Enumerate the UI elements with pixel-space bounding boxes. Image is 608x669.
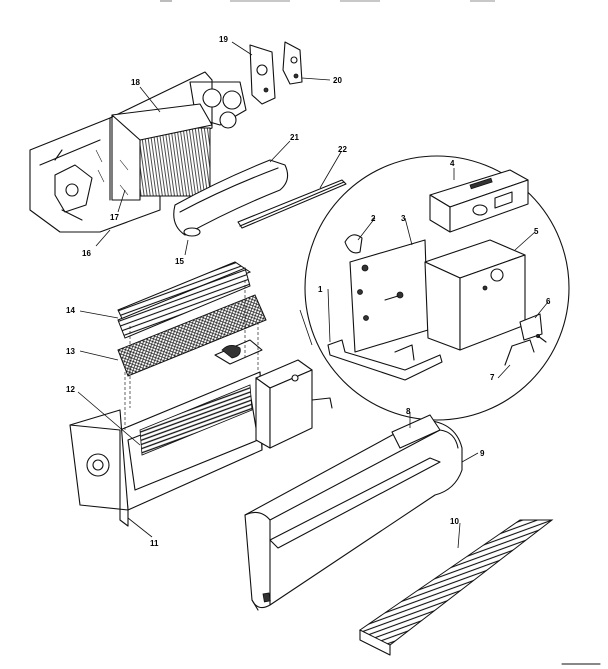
rear-chassis-assembly xyxy=(29,71,247,233)
part-20-bracket xyxy=(282,41,303,85)
callout-22: 22 xyxy=(338,145,347,154)
part-21-curved-panel xyxy=(173,159,289,237)
callout-14: 14 xyxy=(66,306,75,315)
callout-2: 2 xyxy=(371,214,376,223)
callout-21: 21 xyxy=(290,133,299,142)
part-8-cover-panel xyxy=(391,414,441,449)
callout-16: 16 xyxy=(82,249,91,258)
callout-9: 9 xyxy=(480,449,485,458)
callout-8: 8 xyxy=(406,407,411,416)
callout-10: 10 xyxy=(450,517,459,526)
leader-lines xyxy=(77,41,549,549)
part-13-filter-mesh xyxy=(117,294,267,377)
callout-11: 11 xyxy=(150,539,159,548)
callout-4: 4 xyxy=(450,159,455,168)
callout-6: 6 xyxy=(546,297,551,306)
part-14-grille xyxy=(117,261,252,339)
callout-5: 5 xyxy=(534,227,539,236)
main-chassis-assembly xyxy=(69,339,333,527)
alignment-lines xyxy=(124,280,259,432)
callout-17: 17 xyxy=(110,213,119,222)
callout-7: 7 xyxy=(490,373,495,382)
part-10-discharge-grille xyxy=(359,519,554,656)
magnified-detail-circle xyxy=(299,155,570,421)
callout-3: 3 xyxy=(401,214,406,223)
part-9-front-cover xyxy=(244,419,463,611)
callout-19: 19 xyxy=(219,35,228,44)
callout-20: 20 xyxy=(333,76,342,85)
callout-18: 18 xyxy=(131,78,140,87)
callout-labels: 1 2 3 4 5 6 7 8 9 10 11 12 13 14 15 16 1… xyxy=(66,35,551,548)
part-22-rail xyxy=(237,179,347,229)
part-19-bracket xyxy=(249,44,276,105)
callout-1: 1 xyxy=(318,285,323,294)
callout-12: 12 xyxy=(66,385,75,394)
callout-13: 13 xyxy=(66,347,75,356)
callout-15: 15 xyxy=(175,257,184,266)
